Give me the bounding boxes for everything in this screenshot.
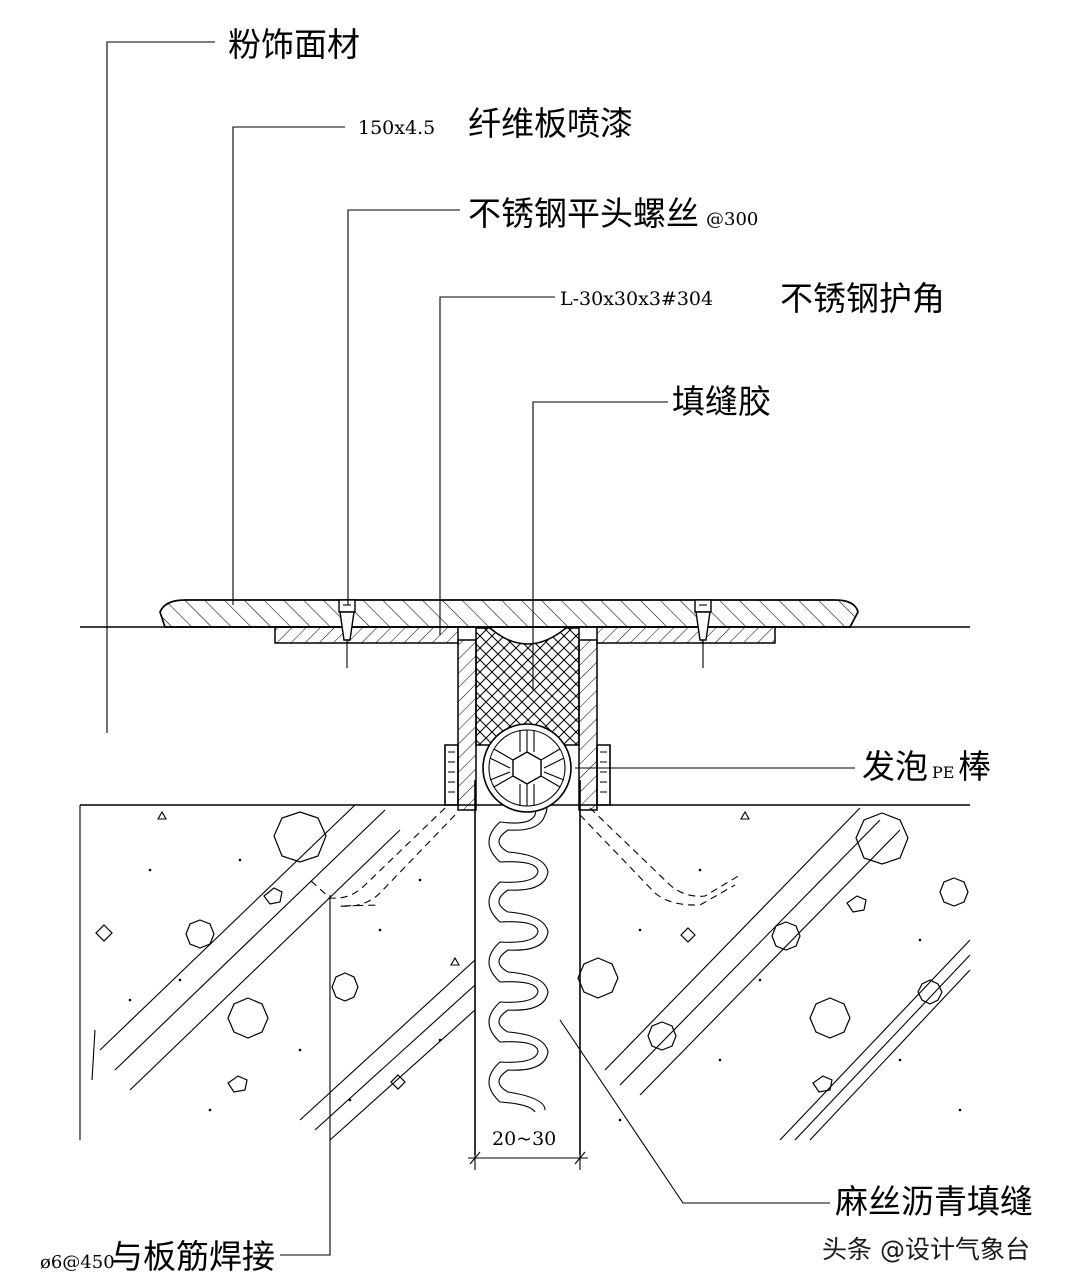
label-jute-asphalt: 麻丝沥青填缝 [835, 1182, 1033, 1221]
label-sealant: 填缝胶 [672, 382, 771, 421]
gap-dimension [468, 1151, 588, 1170]
screw-left [338, 599, 356, 668]
fiber-board-cover [159, 599, 859, 628]
jute-asphalt-filler [498, 789, 549, 1111]
stainless-angle-right [578, 639, 598, 811]
embed-plate-left [444, 744, 459, 806]
foam-pe-rod [482, 723, 572, 813]
gap-dimension-label: 20~30 [492, 1128, 556, 1150]
label-rebar-note: 与板筋焊接 [110, 1237, 275, 1276]
joint-gap [474, 780, 581, 1155]
label-screw-spacing: @300 [706, 209, 758, 230]
leader-rebar [280, 895, 331, 1256]
label-pe-rod-mid: PE [932, 763, 954, 782]
angle-flange-left [274, 626, 459, 644]
label-finish-material: 粉饰面材 [228, 25, 360, 64]
label-pe-rod-prefix: 发泡 [862, 747, 928, 786]
label-screw-name: 不锈钢平头螺丝 [468, 194, 699, 233]
label-angle-name: 不锈钢护角 [780, 279, 945, 318]
watermark: 头条 @设计气象台 [822, 1235, 1030, 1264]
label-rebar-spec: ø6@450 [40, 1252, 115, 1273]
angle-flange-right [596, 626, 776, 644]
leader-screw [347, 209, 460, 605]
label-pe-rod-suffix: 棒 [958, 747, 991, 786]
concrete-slab-right [577, 807, 971, 1141]
leader-finish-material [106, 41, 215, 733]
leader-angle [439, 296, 555, 635]
leader-sealant [532, 401, 668, 690]
leader-jute-asphalt [559, 1019, 830, 1204]
concrete-slab-left [79, 804, 476, 1141]
screw-right [694, 599, 712, 668]
label-angle-spec: L-30x30x3#304 [560, 288, 713, 310]
embed-plate-right [596, 744, 611, 806]
label-board-name: 纤维板喷漆 [468, 104, 633, 143]
stainless-angle-left [457, 639, 477, 811]
leader-fiber-board [232, 126, 345, 605]
label-board-spec: 150x4.5 [358, 117, 435, 139]
